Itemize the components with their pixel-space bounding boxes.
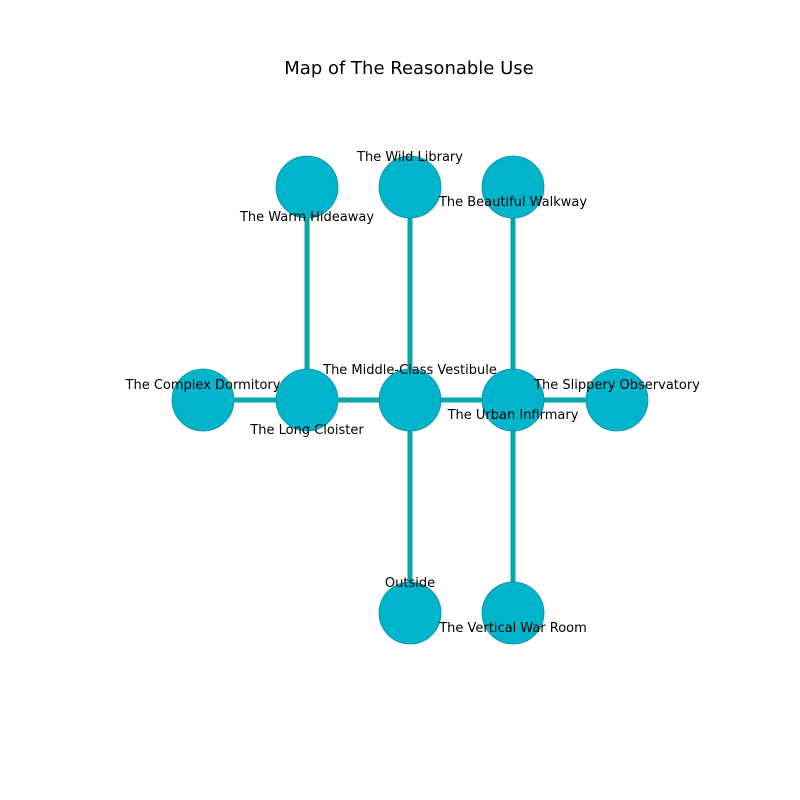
room-label-middle-class-vestibule: The Middle-Class Vestibule: [322, 363, 497, 378]
room-label-beautiful-walkway: The Beautiful Walkway: [438, 195, 587, 210]
room-label-outside: Outside: [385, 576, 435, 591]
room-node-outside: [378, 581, 442, 645]
map-title: Map of The Reasonable Use: [284, 58, 533, 79]
room-node-beautiful-walkway: [481, 155, 545, 219]
room-node-warm-hideaway: [275, 155, 339, 219]
room-label-complex-dormitory: The Complex Dormitory: [125, 378, 281, 393]
room-node-slippery-observatory: [585, 368, 649, 432]
room-label-wild-library: The Wild Library: [356, 150, 463, 165]
room-node-vertical-war-room: [481, 581, 545, 645]
room-node-complex-dormitory: [171, 368, 235, 432]
rooms-layer: [171, 155, 649, 645]
room-node-wild-library: [378, 155, 442, 219]
room-label-long-cloister: The Long Cloister: [249, 423, 364, 438]
room-node-long-cloister: [275, 368, 339, 432]
room-label-warm-hideaway: The Warm Hideaway: [239, 210, 374, 225]
room-node-urban-infirmary: [481, 368, 545, 432]
room-label-urban-infirmary: The Urban Infirmary: [447, 408, 579, 423]
room-node-middle-class-vestibule: [378, 368, 442, 432]
room-label-vertical-war-room: The Vertical War Room: [438, 621, 587, 636]
room-label-slippery-observatory: The Slippery Observatory: [533, 378, 700, 393]
